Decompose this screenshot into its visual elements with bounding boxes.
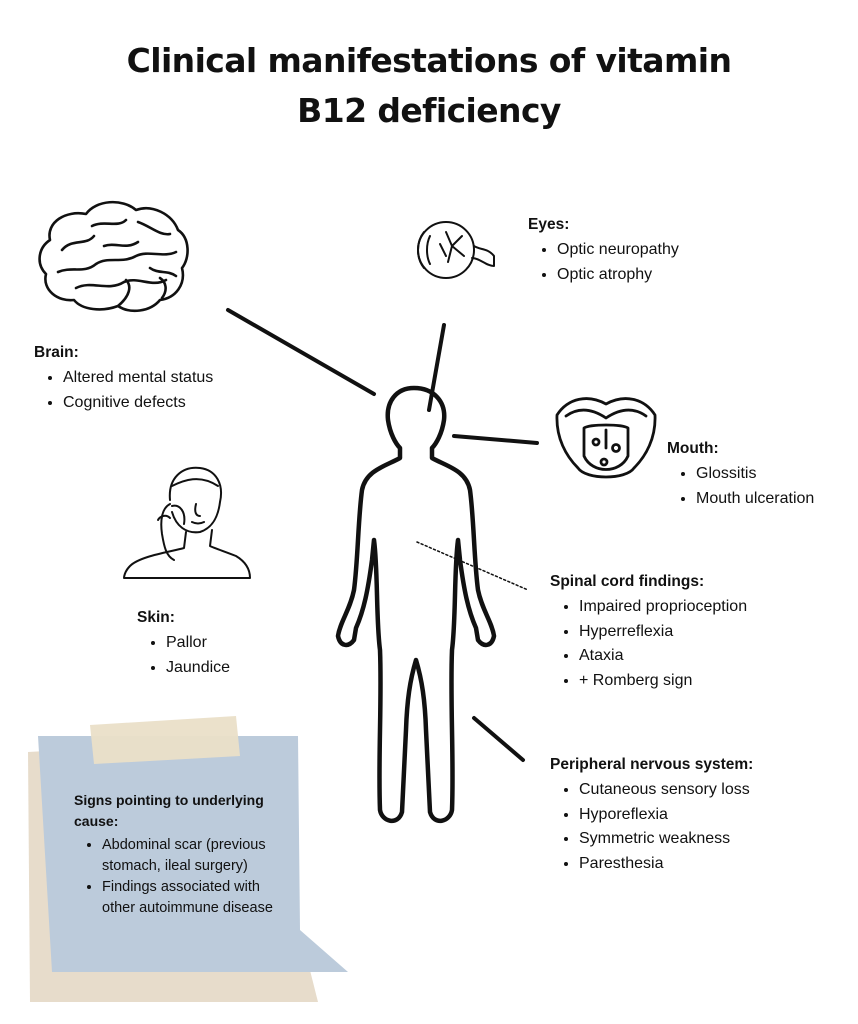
list-item: Impaired proprioception [579, 595, 747, 620]
eyes-findings: Eyes: Optic neuropathy Optic atrophy [528, 216, 679, 287]
spinal-list: Impaired proprioception Hyperreflexia At… [550, 595, 747, 693]
spinal-cord-findings: Spinal cord findings: Impaired proprioce… [550, 573, 747, 693]
underlying-cause-note: Signs pointing to underlying cause: Abdo… [74, 790, 292, 919]
list-item: Paresthesia [579, 852, 753, 877]
skin-heading: Skin: [137, 609, 175, 626]
list-item: Jaundice [166, 656, 230, 681]
peripheral-connector [472, 716, 525, 762]
list-item: Ataxia [579, 644, 747, 669]
spinal-heading: Spinal cord findings: [550, 573, 705, 590]
brain-heading: Brain: [34, 344, 79, 361]
sticky-note [28, 716, 348, 1002]
spinal-connector [416, 541, 529, 591]
eyes-connector [427, 323, 446, 412]
tape-strip [90, 716, 240, 764]
mouth-connector [452, 434, 539, 445]
list-item: Hyperreflexia [579, 620, 747, 645]
list-item: Hyporeflexia [579, 803, 753, 828]
brain-icon [38, 200, 189, 313]
list-item: Optic neuropathy [557, 238, 679, 263]
list-item: Symmetric weakness [579, 827, 753, 852]
eyes-heading: Eyes: [528, 216, 570, 233]
list-item: Cognitive defects [63, 391, 213, 416]
title-line-1: Clinical manifestations of vitamin [126, 41, 732, 80]
list-item: Findings associated with other autoimmun… [102, 877, 292, 919]
face-touch-icon [123, 466, 251, 579]
title-line-2: B12 deficiency [297, 91, 561, 130]
list-item: Mouth ulceration [696, 487, 814, 512]
underlying-list: Abdominal scar (previous stomach, ileal … [74, 835, 292, 919]
skin-findings: Skin: Pallor Jaundice [137, 609, 230, 680]
peripheral-heading: Peripheral nervous system: [550, 756, 754, 773]
mouth-list: Glossitis Mouth ulceration [667, 462, 814, 511]
list-item: Optic atrophy [557, 263, 679, 288]
list-item: Abdominal scar (previous stomach, ileal … [102, 835, 292, 877]
mouth-findings: Mouth: Glossitis Mouth ulceration [667, 440, 814, 511]
brain-connector [226, 308, 376, 396]
underlying-heading: Signs pointing to underlying cause: [74, 792, 264, 829]
brain-findings: Brain: Altered mental status Cognitive d… [34, 344, 213, 415]
connector-lines [226, 308, 539, 762]
brain-list: Altered mental status Cognitive defects [34, 366, 213, 415]
list-item: Pallor [166, 631, 230, 656]
skin-list: Pallor Jaundice [137, 631, 230, 680]
list-item: + Romberg sign [579, 669, 747, 694]
peripheral-list: Cutaneous sensory loss Hyporeflexia Symm… [550, 778, 753, 876]
page-title: Clinical manifestations of vitamin B12 d… [0, 36, 858, 136]
mouth-icon [555, 397, 657, 479]
list-item: Cutaneous sensory loss [579, 778, 753, 803]
list-item: Altered mental status [63, 366, 213, 391]
mouth-heading: Mouth: [667, 440, 719, 457]
peripheral-nervous-findings: Peripheral nervous system: Cutaneous sen… [550, 756, 753, 876]
eyes-list: Optic neuropathy Optic atrophy [528, 238, 679, 287]
list-item: Glossitis [696, 462, 814, 487]
human-body-icon [335, 385, 497, 823]
eye-icon [417, 221, 495, 279]
